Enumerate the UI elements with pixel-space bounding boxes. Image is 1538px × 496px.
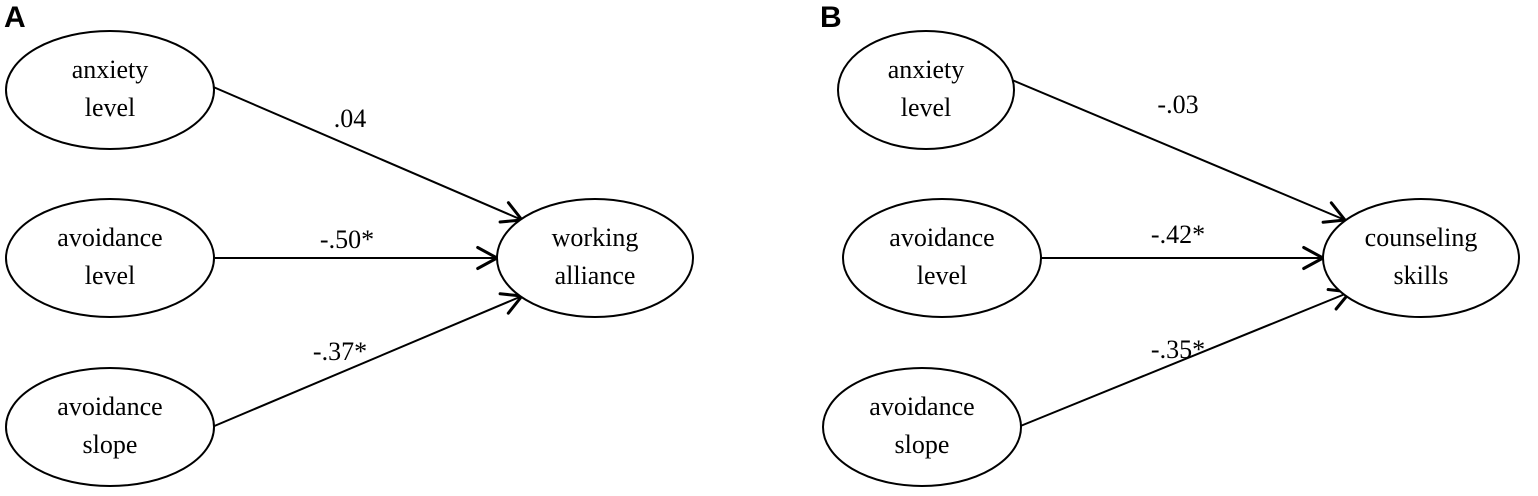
node-ellipse <box>496 198 694 318</box>
node-outcome: counseling skills <box>1322 198 1520 318</box>
panel-b: B -.03 -.42* -.35* anxiety level avoidance leve… <box>820 1 1520 487</box>
edge-line <box>211 295 523 428</box>
node-label-line: counseling <box>1365 223 1478 252</box>
edge-avoid_level-to-outcome: -.42* <box>1041 220 1325 270</box>
node-label-line: anxiety <box>72 55 149 84</box>
node-label-line: avoidance <box>869 392 974 421</box>
edge-line <box>1017 291 1351 428</box>
edge-line <box>210 85 523 221</box>
edge-anxiety-to-outcome: .04 <box>210 85 524 224</box>
path-coefficient: -.42* <box>1151 220 1205 249</box>
node-label-line: skills <box>1394 261 1449 290</box>
node-avoid_level: avoidance level <box>5 198 215 318</box>
node-ellipse <box>822 367 1022 487</box>
path-coefficient: -.37* <box>313 337 367 366</box>
node-label-line: avoidance <box>57 392 162 421</box>
path-coefficient: -.03 <box>1157 90 1198 119</box>
node-ellipse <box>5 30 215 150</box>
node-anxiety: anxiety level <box>837 30 1015 150</box>
node-anxiety: anxiety level <box>5 30 215 150</box>
node-avoid_slope: avoidance slope <box>5 367 215 487</box>
panel-letter: A <box>4 1 26 34</box>
node-label-line: level <box>901 93 952 122</box>
node-ellipse <box>837 30 1015 150</box>
node-avoid_slope: avoidance slope <box>822 367 1022 487</box>
node-outcome: working alliance <box>496 198 694 318</box>
node-ellipse <box>5 367 215 487</box>
edge-avoid_level-to-outcome: -.50* <box>215 225 499 270</box>
edge-avoid_slope-to-outcome: -.35* <box>1017 288 1352 428</box>
path-coefficient: -.50* <box>320 225 374 254</box>
node-label-line: anxiety <box>888 55 965 84</box>
panel-a: A .04 -.50* -.37* anxiety level avoidance level… <box>4 1 694 487</box>
edge-anxiety-to-outcome: -.03 <box>1011 79 1347 224</box>
node-label-line: level <box>85 93 136 122</box>
path-coefficient: -.35* <box>1151 335 1205 364</box>
node-label-line: working <box>552 223 639 252</box>
node-ellipse <box>1322 198 1520 318</box>
node-label-line: level <box>85 261 136 290</box>
node-label-line: level <box>917 261 968 290</box>
panel-letter: B <box>820 1 842 34</box>
edge-avoid_slope-to-outcome: -.37* <box>211 292 524 428</box>
node-ellipse <box>5 198 215 318</box>
node-label-line: slope <box>895 430 950 459</box>
node-label-line: avoidance <box>889 223 994 252</box>
node-ellipse <box>842 198 1042 318</box>
path-coefficient: .04 <box>334 104 367 133</box>
node-label-line: alliance <box>555 261 636 290</box>
node-avoid_level: avoidance level <box>842 198 1042 318</box>
edge-line <box>1011 79 1346 221</box>
node-label-line: slope <box>83 430 138 459</box>
node-label-line: avoidance <box>57 223 162 252</box>
